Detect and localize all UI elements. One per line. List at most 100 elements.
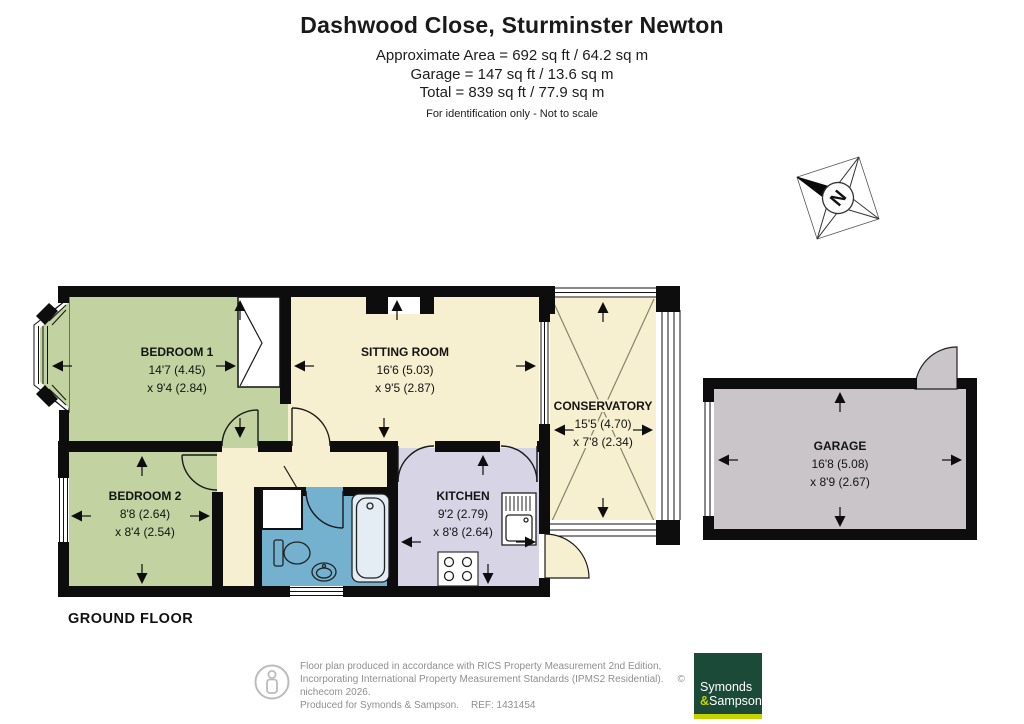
bay-joint-upper bbox=[36, 303, 58, 325]
hob-burner bbox=[443, 570, 455, 582]
sink-drainer bbox=[505, 496, 531, 511]
kitchen-door-right bbox=[500, 445, 538, 483]
garage-wall-left-a bbox=[703, 378, 714, 402]
kitchen-label: KITCHEN bbox=[436, 489, 489, 503]
bathtub bbox=[351, 493, 390, 583]
symonds-sampson-logo: Symonds &Sampson bbox=[694, 653, 762, 719]
wall-top bbox=[58, 286, 539, 297]
hob-burner bbox=[443, 556, 455, 568]
wall-right-b bbox=[539, 424, 550, 534]
wall-mid-c bbox=[330, 441, 398, 452]
bathtub-inner bbox=[355, 497, 386, 579]
conservatory-label: CONSERVATORY bbox=[554, 399, 653, 413]
bedroom2-door bbox=[181, 454, 218, 491]
wall-bedroom2-hall bbox=[212, 492, 223, 586]
logo-ampersand: & bbox=[700, 694, 710, 708]
hob-burner bbox=[461, 570, 473, 582]
bedroom2-dim1: 8'8 (2.64) bbox=[120, 507, 170, 521]
storage bbox=[237, 296, 303, 530]
exterior-door bbox=[539, 533, 590, 579]
footer: Floor plan produced in accordance with R… bbox=[253, 660, 695, 712]
footer-ref: REF: 1431454 bbox=[470, 700, 536, 711]
bedroom1-label: BEDROOM 1 bbox=[141, 345, 214, 359]
garage-wall-top-a bbox=[703, 378, 917, 389]
kitchen-dim2: x 8'8 (2.64) bbox=[433, 525, 493, 539]
windows bbox=[58, 322, 550, 597]
conservatory-dim1: 15'5 (4.70) bbox=[575, 417, 632, 431]
bedroom1-dim2: x 9'4 (2.84) bbox=[147, 381, 207, 395]
logo-word2-line: &Sampson bbox=[700, 694, 762, 708]
garage-label: GARAGE bbox=[814, 439, 867, 453]
chimney-pier-right bbox=[420, 297, 434, 314]
garage-dim2: x 8'9 (2.67) bbox=[810, 475, 870, 489]
garage-door-swing bbox=[914, 346, 958, 390]
floor-title: GROUND FLOOR bbox=[68, 611, 193, 627]
total-area-line: Total = 839 sq ft / 77.9 sq m bbox=[419, 84, 605, 101]
sitting-room-door bbox=[291, 407, 331, 447]
hob-unit bbox=[437, 551, 479, 587]
wall-bathroom-left bbox=[254, 487, 262, 586]
sink-unit bbox=[501, 492, 537, 546]
wall-left-d bbox=[58, 542, 69, 597]
wall-mid-d bbox=[435, 441, 500, 452]
kitchen-fixtures bbox=[437, 492, 537, 587]
wall-mid-e bbox=[537, 441, 550, 452]
sitting-room-label: SITTING ROOM bbox=[361, 345, 449, 359]
bedroom1-door bbox=[221, 409, 259, 447]
kitchen-dim1: 9'2 (2.79) bbox=[438, 507, 488, 521]
garage-wall-right bbox=[966, 378, 977, 540]
compass-hub bbox=[821, 181, 855, 215]
basin-tap bbox=[321, 563, 327, 569]
wall-bathroom-top-b bbox=[343, 487, 395, 496]
sitting-room-dim1: 16'6 (5.03) bbox=[377, 363, 434, 377]
garage-vehicle-door bbox=[703, 402, 714, 516]
bedroom2-floor bbox=[63, 448, 217, 590]
wall-bedroom1-sitting bbox=[280, 286, 291, 404]
logo-word2: Sampson bbox=[709, 694, 762, 708]
room-labels: BEDROOM 1 14'7 (4.45) x 9'4 (2.84) SITTI… bbox=[109, 345, 870, 539]
bedroom2-label: BEDROOM 2 bbox=[109, 489, 182, 503]
conservatory-dim2: x 7'8 (2.34) bbox=[573, 435, 633, 449]
wall-right-c bbox=[539, 578, 550, 597]
wall-mid-a bbox=[58, 441, 222, 452]
compass-rose: N bbox=[796, 156, 880, 240]
basin bbox=[311, 562, 337, 582]
wall-left-b bbox=[59, 410, 69, 441]
footer-line1: Floor plan produced in accordance with R… bbox=[300, 661, 662, 672]
conservatory-structure bbox=[539, 286, 681, 545]
bay-joint-lower bbox=[36, 385, 58, 407]
wall-right-a bbox=[539, 286, 550, 322]
disclaimer-text: For identification only - Not to scale bbox=[426, 107, 598, 120]
garage-wall-bottom bbox=[703, 529, 977, 540]
bathroom-fixtures bbox=[273, 493, 390, 583]
bay-window bbox=[33, 296, 70, 414]
rics-person-icon bbox=[253, 662, 291, 707]
bathtub-drain bbox=[366, 502, 374, 510]
footer-line3: Produced for Symonds & Sampson. REF: 1431… bbox=[300, 699, 695, 712]
conservatory-post-br bbox=[656, 520, 680, 545]
wardrobe-door-fold bbox=[239, 301, 263, 387]
footer-copyright: © nichecom 2026. bbox=[300, 674, 685, 698]
footer-line2: Incorporating International Property Mea… bbox=[300, 673, 695, 699]
footer-line2-text: Incorporating International Property Mea… bbox=[300, 674, 664, 685]
hob-burner bbox=[461, 556, 473, 568]
garage-dim1: 16'8 (5.08) bbox=[812, 457, 869, 471]
approx-area-line: Approximate Area = 692 sq ft / 64.2 sq m bbox=[375, 47, 649, 64]
toilet-bowl bbox=[283, 541, 311, 565]
bathroom-door bbox=[305, 490, 344, 529]
fireplace-recess bbox=[388, 297, 420, 314]
cupboard-door-mark bbox=[283, 465, 298, 489]
footer-line3-text: Produced for Symonds & Sampson. bbox=[300, 700, 459, 711]
doors bbox=[181, 407, 590, 579]
page-title: Dashwood Close, Sturminster Newton bbox=[300, 12, 724, 38]
sink-basin bbox=[505, 514, 533, 542]
bedroom2-dim2: x 8'4 (2.54) bbox=[115, 525, 175, 539]
conservatory-post-tr bbox=[656, 286, 680, 312]
hall-cupboard bbox=[261, 488, 303, 530]
garage-wall-left-b bbox=[703, 516, 714, 540]
logo-word1: Symonds bbox=[700, 680, 753, 694]
toilet-cistern bbox=[273, 539, 284, 567]
sink-tap bbox=[523, 517, 529, 523]
header: Dashwood Close, Sturminster Newton Appro… bbox=[0, 12, 1024, 120]
